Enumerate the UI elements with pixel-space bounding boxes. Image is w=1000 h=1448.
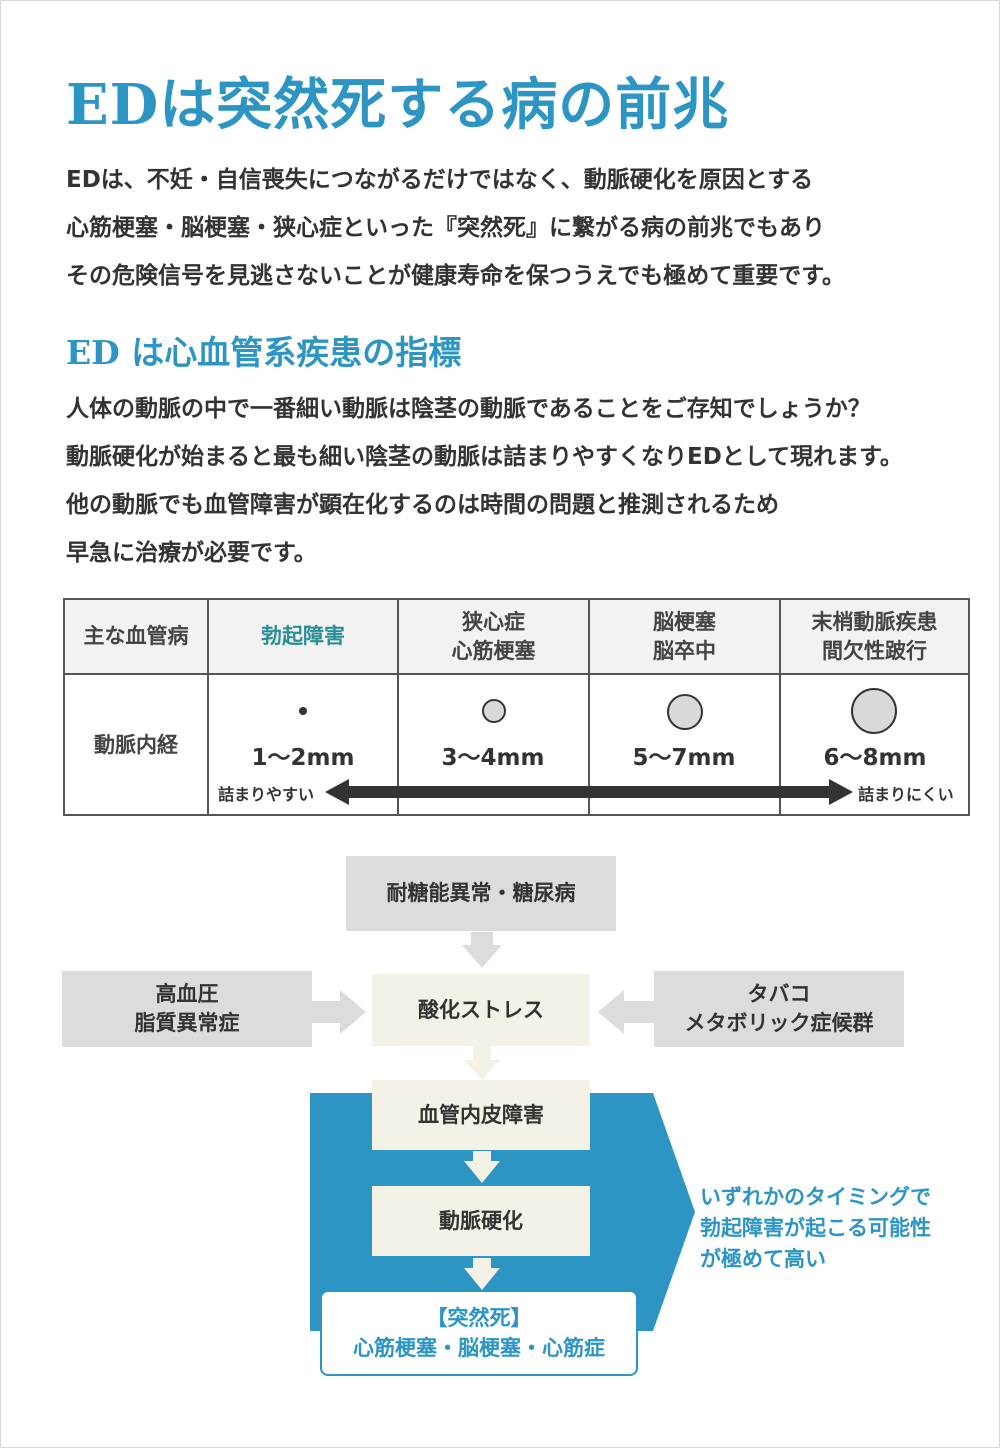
col-header-line: 脳卒中 [653, 638, 716, 663]
flow-box-arteriosclerosis: 動脈硬化 [372, 1186, 590, 1256]
callout-text: いずれかのタイミングで 勃起障害が起こる可能性 が極めて高い [700, 1182, 931, 1275]
body-line: 他の動脈でも血管障害が顕在化するのは時間の問題と推測されるため [66, 492, 779, 518]
col-header-ed: 勃起障害 [209, 600, 397, 673]
flow-box-text: 酸化ストレス [418, 997, 544, 1022]
artery-size-circle-icon [482, 699, 506, 723]
flow-box-hypertension: 高血圧 脂質異常症 [62, 971, 312, 1047]
arrow-label-right: 詰まりにくい [858, 785, 954, 804]
body-line: 動脈硬化が始まると最も細い陰茎の動脈は詰まりやすくなりEDとして現れます。 [66, 444, 903, 470]
arrow-left-icon [325, 779, 349, 805]
flow-box-text: 高血圧 [155, 982, 219, 1006]
callout-line: 勃起障害が起こる可能性 [700, 1216, 931, 1240]
arrow-right-left-head [340, 990, 366, 1034]
page-title: EDは突然死する病の前兆 [66, 72, 730, 138]
flow-box-text: 【突然死】 [426, 1306, 532, 1330]
arrow-right-icon [829, 779, 853, 805]
diameter-value: 6〜8mm [823, 745, 927, 771]
flow-box-text: 耐糖能異常・糖尿病 [386, 881, 576, 905]
table-divider [779, 600, 781, 814]
intro-line: その危険信号を見逃さないことが健康寿命を保つうえでも極めて重要です。 [66, 263, 846, 289]
artery-size-circle-icon [851, 688, 897, 734]
flow-box-text: メタボリック症候群 [684, 1011, 874, 1035]
col-header-pad: 末梢動脈疾患 間欠性跛行 [781, 600, 968, 673]
flow-box-text: 血管内皮障害 [418, 1102, 544, 1127]
flow-box-endothelial-damage: 血管内皮障害 [372, 1080, 590, 1150]
arrow-down-top [471, 932, 493, 946]
arrow-bar [345, 786, 833, 798]
col-header-line: 間欠性跛行 [822, 638, 927, 663]
callout-line: が極めて高い [700, 1247, 826, 1271]
table-divider [397, 600, 399, 814]
body-paragraph: 人体の動脈の中で一番細い動脈は陰茎の動脈であることをご存知でしょうか？ 動脈硬化… [66, 385, 903, 577]
artery-size-circle-icon [667, 694, 703, 730]
arrow-down-center [473, 1046, 491, 1062]
flow-box-oxidative-stress: 酸化ストレス [372, 974, 590, 1046]
diameter-value: 1〜2mm [251, 745, 355, 771]
arrow-left-right-head [598, 990, 624, 1034]
arrow-down-center-head [464, 1060, 500, 1080]
flow-box-tobacco: タバコ メタボリック症候群 [654, 971, 904, 1047]
col-header-line: 脳梗塞 [653, 609, 716, 634]
flow-box-text: 動脈硬化 [439, 1208, 523, 1233]
intro-line: 心筋梗塞・脳梗塞・狭心症といった『突然死』に繋がる病の前兆でもあり [66, 215, 825, 241]
arrow-down-step3 [473, 1258, 491, 1270]
body-line: 早急に治療が必要です。 [66, 540, 317, 566]
arrow-left-right [622, 1001, 654, 1023]
arrow-down-step2-head [464, 1161, 500, 1183]
diameter-value: 3〜4mm [441, 745, 545, 771]
arrow-down-step2 [473, 1151, 491, 1163]
header-bg [65, 600, 207, 673]
callout-line: いずれかのタイミングで [700, 1185, 931, 1209]
row-header-disease: 主な血管病 [83, 624, 189, 648]
arrow-down-top-head [462, 945, 502, 968]
header-bg [781, 600, 968, 673]
artery-size-dot-icon [299, 707, 307, 715]
diameter-value: 5〜7mm [632, 745, 736, 771]
col-header-angina: 狭心症 心筋梗塞 [399, 600, 588, 673]
flow-box-text: 脂質異常症 [134, 1011, 240, 1035]
col-header-line: 末梢動脈疾患 [811, 609, 938, 634]
col-header-stroke: 脳梗塞 脳卒中 [590, 600, 779, 673]
arrow-label-left: 詰まりやすい [218, 785, 315, 804]
flow-box-text: タバコ [747, 982, 811, 1006]
table-divider [588, 600, 590, 814]
artery-diameter-table: 主な血管病 勃起障害 狭心症 心筋梗塞 脳梗塞 脳卒中 末梢動脈疾患 間欠性跛行… [63, 598, 970, 816]
arrow-right-left [312, 1001, 342, 1023]
flow-box-text: 心筋梗塞・脳梗塞・心筋症 [353, 1336, 605, 1360]
body-line: 人体の動脈の中で一番細い動脈は陰茎の動脈であることをご存知でしょうか？ [66, 396, 871, 422]
table-divider [207, 600, 209, 814]
header-bg [590, 600, 779, 673]
header-bg [399, 600, 588, 673]
arrow-down-step3-head [464, 1268, 500, 1290]
col-header-line: 勃起障害 [261, 624, 345, 648]
flow-box-sudden-death: 【突然死】 心筋梗塞・脳梗塞・心筋症 [320, 1290, 638, 1376]
col-header-line: 心筋梗塞 [451, 638, 536, 663]
col-header-line: 狭心症 [462, 609, 525, 634]
header-bg [209, 600, 397, 673]
row-header-diameter: 動脈内経 [94, 732, 178, 757]
intro-paragraph: EDは、不妊・自信喪失につながるだけではなく、動脈硬化を原因とする 心筋梗塞・脳… [66, 156, 845, 300]
intro-line: EDは、不妊・自信喪失につながるだけではなく、動脈硬化を原因とする [66, 167, 814, 193]
section-subtitle: ED は心血管系疾患の指標 [66, 333, 462, 372]
table-divider [65, 673, 968, 675]
flow-box-diabetes: 耐糖能異常・糖尿病 [346, 856, 616, 931]
